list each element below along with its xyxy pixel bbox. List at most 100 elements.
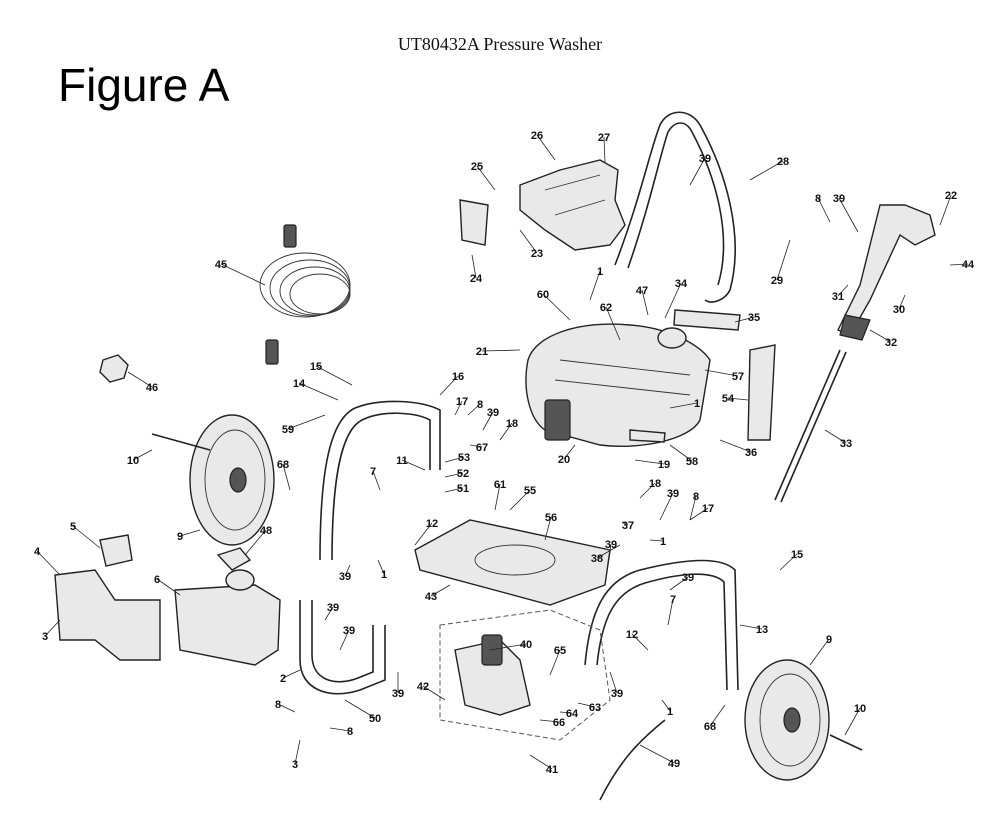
part-callout: 45 bbox=[215, 259, 227, 271]
part-callout: 63 bbox=[589, 702, 601, 714]
leader-line bbox=[454, 400, 463, 416]
leader-line bbox=[709, 704, 726, 727]
part-callout: 25 bbox=[471, 161, 483, 173]
part-callout: 15 bbox=[310, 361, 322, 373]
leader-line bbox=[669, 444, 693, 462]
leader-line bbox=[844, 707, 861, 736]
wheel-left bbox=[189, 414, 275, 546]
part-callout: 13 bbox=[756, 624, 768, 636]
leader-line bbox=[549, 649, 561, 676]
leader-line bbox=[734, 316, 755, 323]
part-callout: 50 bbox=[369, 713, 381, 725]
part-callout: 30 bbox=[893, 304, 905, 316]
nozzle-fitting bbox=[99, 354, 129, 383]
part-callout: 28 bbox=[777, 156, 789, 168]
leader-line bbox=[817, 197, 831, 223]
leader-line bbox=[422, 685, 446, 701]
leader-line bbox=[444, 487, 464, 493]
leader-line bbox=[689, 157, 706, 186]
leader-line bbox=[603, 136, 606, 163]
leader-line bbox=[287, 414, 326, 430]
part-callout: 55 bbox=[524, 485, 536, 497]
part-callout: 68 bbox=[704, 721, 716, 733]
part-callout: 12 bbox=[426, 518, 438, 530]
part-callout: 48 bbox=[260, 525, 272, 537]
leader-line bbox=[669, 576, 689, 591]
part-callout: 39 bbox=[682, 572, 694, 584]
leader-line bbox=[156, 578, 181, 596]
part-callout: 10 bbox=[854, 703, 866, 715]
engine bbox=[525, 323, 711, 447]
part-callout: 2 bbox=[280, 673, 286, 685]
decal-5 bbox=[99, 534, 133, 567]
leader-line bbox=[377, 559, 385, 575]
part-callout: 7 bbox=[670, 594, 676, 606]
leader-line bbox=[667, 598, 674, 626]
part-callout: 9 bbox=[177, 531, 183, 543]
leader-line bbox=[489, 643, 527, 651]
part-callout: 24 bbox=[470, 273, 483, 285]
part-callout: 1 bbox=[694, 398, 700, 410]
part-callout: 57 bbox=[732, 371, 744, 383]
engine-shroud bbox=[519, 159, 626, 251]
part-callout: 14 bbox=[293, 378, 306, 390]
handle-frame bbox=[614, 111, 736, 303]
leader-line bbox=[282, 669, 301, 679]
leader-line bbox=[749, 160, 784, 181]
high-pressure-hose bbox=[259, 224, 351, 365]
leader-line bbox=[605, 306, 621, 341]
leader-line bbox=[315, 365, 353, 386]
leader-line bbox=[607, 543, 612, 566]
part-callout: 33 bbox=[840, 438, 852, 450]
leader-line bbox=[329, 727, 351, 732]
decal-58 bbox=[629, 429, 666, 443]
leader-line bbox=[639, 482, 656, 499]
leader-lines bbox=[36, 134, 969, 770]
leader-line bbox=[837, 284, 849, 297]
part-callout: 60 bbox=[537, 289, 549, 301]
leader-line bbox=[542, 293, 571, 321]
leader-line bbox=[898, 294, 906, 310]
leader-line bbox=[809, 638, 830, 666]
part-callout: 3 bbox=[292, 759, 298, 771]
leader-line bbox=[559, 711, 573, 714]
part-callout: 43 bbox=[425, 591, 437, 603]
leader-line bbox=[439, 375, 459, 396]
part-callout: 54 bbox=[722, 393, 735, 405]
part-callout: 47 bbox=[636, 285, 648, 297]
part-callout: 9 bbox=[826, 634, 832, 646]
leader-line bbox=[179, 529, 201, 537]
part-callout: 17 bbox=[456, 396, 468, 408]
hose-49 bbox=[599, 719, 666, 801]
leader-line bbox=[244, 529, 267, 556]
leader-line bbox=[471, 254, 477, 279]
part-callout: 1 bbox=[597, 266, 603, 278]
leader-line bbox=[838, 197, 859, 233]
part-callout: 6 bbox=[154, 574, 160, 586]
leader-line bbox=[664, 282, 682, 319]
leader-line bbox=[220, 263, 266, 286]
leader-line bbox=[132, 449, 153, 461]
part-callout: 66 bbox=[553, 717, 565, 729]
leader-line bbox=[482, 411, 494, 431]
frame-base bbox=[299, 600, 386, 695]
part-callout: 18 bbox=[649, 478, 661, 490]
part-callout: 8 bbox=[693, 491, 699, 503]
leader-line bbox=[577, 702, 596, 708]
leader-line bbox=[494, 483, 501, 511]
part-callout: 56 bbox=[545, 512, 557, 524]
leader-line bbox=[36, 550, 61, 576]
part-callout: 39 bbox=[487, 407, 499, 419]
leader-line bbox=[72, 525, 101, 549]
part-callout: 39 bbox=[392, 688, 404, 700]
base-plate bbox=[414, 519, 611, 606]
part-callout: 18 bbox=[506, 418, 518, 430]
part-callout: 32 bbox=[885, 337, 897, 349]
part-callout: 34 bbox=[675, 278, 688, 290]
part-callout: 35 bbox=[748, 312, 760, 324]
part-callout: 39 bbox=[343, 625, 355, 637]
part-callout: 21 bbox=[476, 346, 488, 358]
leader-line bbox=[294, 739, 301, 765]
leader-line bbox=[563, 444, 576, 460]
